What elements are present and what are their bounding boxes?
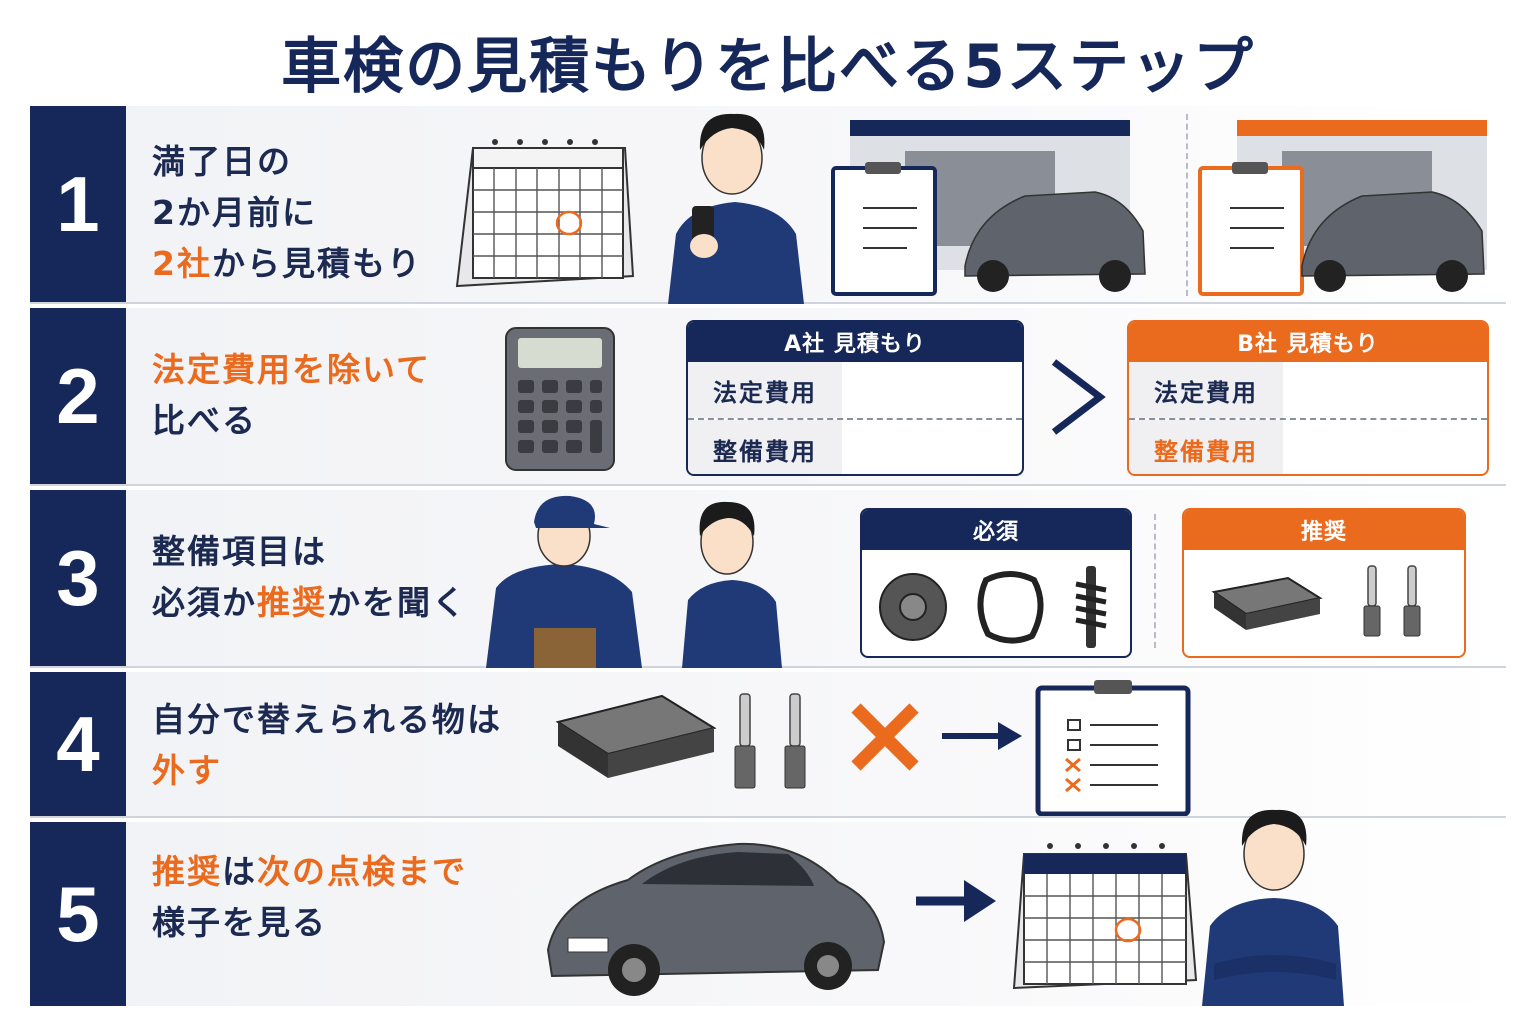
card-row: 法定費用 (1129, 362, 1487, 420)
step-text-segment: 整備項目は (152, 532, 327, 571)
step-text-segment: かを聞く (327, 583, 467, 623)
step-text-segment: 2か月前に (152, 193, 317, 233)
estimate-card-b: B社 見積もり 法定費用 整備費用 (1127, 320, 1489, 476)
step-text-segment: 様子を見る (152, 903, 327, 943)
card-row: 整備費用 (1129, 420, 1487, 474)
step-text-segment: 外す (152, 751, 222, 791)
estimate-card-a: A社 見積もり 法定費用 整備費用 (686, 320, 1024, 476)
step-number: 1 (30, 106, 126, 302)
step-text: 法定費用を除いて比べる (152, 344, 431, 446)
shop-b-with-car-illustration (1198, 120, 1487, 296)
step-text-line: 整備項目は (152, 526, 467, 577)
step-text-line: 比べる (152, 395, 431, 446)
spark-plug-icon (734, 693, 806, 789)
cross-icon (851, 703, 919, 771)
air-filter-icon (555, 694, 717, 778)
step-text: 推奨は次の点検まで様子を見る (152, 846, 467, 948)
step-text-segment: か (222, 583, 257, 623)
step-number: 5 (30, 822, 126, 1006)
step-row-5: 5 推奨は次の点検まで様子を見る (30, 809, 1506, 1006)
step-text: 整備項目は必須か推奨かを聞く (152, 526, 467, 628)
step-text-line: 推奨は次の点検まで (152, 846, 467, 897)
recommended-items-card: 推奨 (1182, 508, 1466, 658)
step-text-segment: は (222, 852, 257, 891)
step-text-segment: 自分で替えられる物は (152, 700, 502, 739)
page-title: 車検の見積もりを比べる5ステップ (281, 32, 1255, 102)
step-text-line: 2か月前に (152, 187, 422, 238)
card-title: A社 見積もり (688, 322, 1022, 362)
step-text-segment: 満了日の (152, 142, 292, 181)
person-with-phone-illustration (668, 113, 804, 304)
divider (1186, 114, 1188, 296)
step-text-segment: 推奨 (257, 583, 327, 623)
step-text-segment: 法定費用を除いて (152, 350, 432, 389)
step-text-line: 様子を見る (152, 897, 467, 948)
person-arms-crossed-illustration (1202, 809, 1344, 1006)
calendar-icon (1012, 843, 1198, 990)
car-illustration (546, 842, 886, 996)
card-title: B社 見積もり (1129, 322, 1487, 362)
step-text-line: 2社から見積もり (152, 238, 422, 289)
step-row-3: 3 整備項目は必須か推奨かを聞く 必須 推奨 (30, 490, 1506, 668)
step-text-line: 自分で替えられる物は (152, 694, 502, 745)
step-text: 満了日の 2か月前に 2社から見積もり (152, 136, 422, 289)
step-text-segment: から見積もり (211, 244, 422, 284)
card-title: 必須 (862, 510, 1130, 550)
calendar-icon (455, 139, 635, 288)
step-text-segment: 比べる (152, 401, 257, 441)
step-text-line: 法定費用を除いて (152, 344, 431, 395)
step-number: 3 (30, 490, 126, 666)
step-number: 2 (30, 308, 126, 484)
step-row-4: 4 自分で替えられる物は外す (30, 672, 1506, 818)
card-row: 法定費用 (688, 362, 1022, 420)
clipboard-checklist-icon (1035, 680, 1191, 816)
step-text-line: 必須か推奨かを聞く (152, 577, 467, 628)
step-text-segment: 推奨 (152, 852, 222, 891)
required-items-card: 必須 (860, 508, 1132, 658)
arrow-right-icon (916, 880, 996, 922)
step-text-line: 満了日の (152, 136, 422, 187)
step-number: 4 (30, 672, 126, 816)
step-text-segment: 必須 (152, 583, 222, 623)
divider (1154, 514, 1156, 648)
card-title: 推奨 (1184, 510, 1464, 550)
drive-belt-icon (977, 571, 1044, 644)
brake-disc-icon (879, 573, 947, 641)
arrow-right-icon (942, 722, 1022, 750)
greater-than-icon (1051, 359, 1106, 435)
mechanic-and-customer-illustration (486, 495, 782, 668)
shock-absorber-icon (1075, 566, 1107, 648)
step-row-1: 1 満了日の 2か月前に 2社から見積もり (30, 106, 1506, 304)
step-row-2: 2 法定費用を除いて比べる A社 見積もり 法定費用 整備費用 B社 見積もり … (30, 308, 1506, 486)
card-row: 整備費用 (688, 420, 1022, 474)
step-text-segment: 2社 (152, 244, 212, 284)
step-text-segment: 次の点検まで (257, 852, 467, 891)
calculator-icon (505, 327, 615, 471)
shop-a-with-car-illustration (831, 120, 1146, 296)
step-text-line: 外す (152, 745, 502, 796)
spark-plug-icon (1363, 565, 1421, 637)
step-text: 自分で替えられる物は外す (152, 694, 502, 796)
air-filter-icon (1211, 576, 1323, 630)
